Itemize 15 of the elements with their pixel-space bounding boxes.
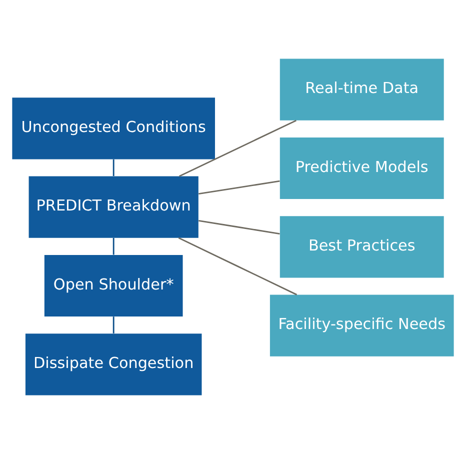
node-box: Real-time Data (280, 58, 444, 120)
connector (112, 316, 114, 333)
node-box: Best Practices (280, 216, 444, 278)
node-box: Uncongested Conditions (12, 97, 215, 159)
node-box: PREDICT Breakdown (28, 176, 198, 238)
node-box: Predictive Models (280, 136, 444, 199)
node-box: Open Shoulder* (44, 254, 183, 316)
connector (112, 237, 114, 254)
connector (198, 219, 280, 234)
connector (198, 180, 280, 194)
node-box: Facility-specific Needs (270, 294, 454, 356)
connector (178, 236, 298, 295)
node-box: Dissipate Congestion (25, 333, 202, 395)
connector (178, 119, 296, 176)
connector (112, 158, 114, 176)
